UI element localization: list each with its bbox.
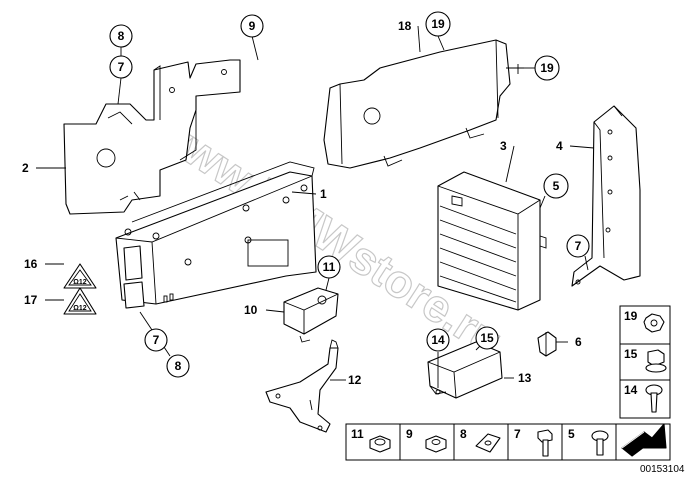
- screw-icon: [645, 384, 663, 413]
- hex-bolt-icon: [537, 429, 553, 457]
- callout-8: 8: [175, 359, 182, 373]
- clip-6[interactable]: [537, 331, 557, 357]
- collar-nut-icon: [645, 349, 667, 373]
- catalog-number: 00153104: [640, 464, 685, 475]
- legend-number: 15: [624, 347, 638, 361]
- arrow-icon: [621, 423, 667, 457]
- side-legend: 19 15 14: [619, 305, 671, 419]
- callout-7: 7: [118, 60, 125, 74]
- callout-19: 19: [431, 17, 445, 31]
- callout-16: 16: [24, 257, 38, 271]
- callout-1: 1: [320, 187, 327, 201]
- bottom-legend: 11 9 8 7 5: [345, 423, 671, 461]
- nut-icon: [369, 435, 391, 453]
- callout-17: 17: [24, 293, 38, 307]
- module-10[interactable]: [283, 287, 339, 343]
- control-unit-1[interactable]: [115, 161, 317, 309]
- legend-number: 14: [624, 383, 638, 397]
- bracket-18[interactable]: [323, 39, 524, 169]
- callout-13: 13: [518, 371, 532, 385]
- legend-number: 9: [406, 427, 413, 441]
- callout-12: 12: [348, 373, 362, 387]
- callout-7: 7: [575, 239, 582, 253]
- panel-4[interactable]: [571, 105, 641, 287]
- hex-nut-icon: [425, 435, 447, 453]
- callout-11: 11: [323, 260, 336, 274]
- legend-number: 5: [568, 427, 575, 441]
- callout-4: 4: [556, 139, 563, 153]
- callout-7: 7: [153, 333, 160, 347]
- callout-10: 10: [244, 303, 258, 317]
- callout-8: 8: [118, 29, 125, 43]
- callout-9: 9: [249, 19, 256, 33]
- legend-number: 11: [351, 427, 364, 441]
- callout-18: 18: [398, 19, 412, 33]
- callout-3: 3: [500, 139, 507, 153]
- push-nut-icon: [643, 313, 665, 333]
- legend-number: 7: [514, 427, 521, 441]
- torx-screw-icon: [591, 430, 609, 456]
- bracket-12[interactable]: [265, 339, 339, 433]
- warning-label-17: Ω12: [63, 287, 97, 315]
- amplifier-3[interactable]: [437, 171, 547, 311]
- module-13[interactable]: [427, 341, 503, 399]
- callout-14: 14: [431, 333, 445, 347]
- callout-5: 5: [553, 179, 560, 193]
- callouts: 8 7 9 19 19 5 7 11 7 8 14 15 1 2 3 4 6 1…: [22, 11, 590, 387]
- warning-label-text: Ω12: [73, 305, 87, 312]
- warning-label-text: Ω12: [73, 279, 87, 286]
- callout-15: 15: [480, 331, 494, 345]
- legend-number: 8: [460, 427, 467, 441]
- callout-6: 6: [575, 335, 582, 349]
- legend-number: 19: [624, 309, 638, 323]
- warning-label-16: Ω12: [63, 263, 97, 289]
- clip-nut-icon: [475, 433, 501, 453]
- bracket-2[interactable]: [63, 59, 241, 215]
- callout-19: 19: [540, 61, 554, 75]
- callout-2: 2: [22, 161, 29, 175]
